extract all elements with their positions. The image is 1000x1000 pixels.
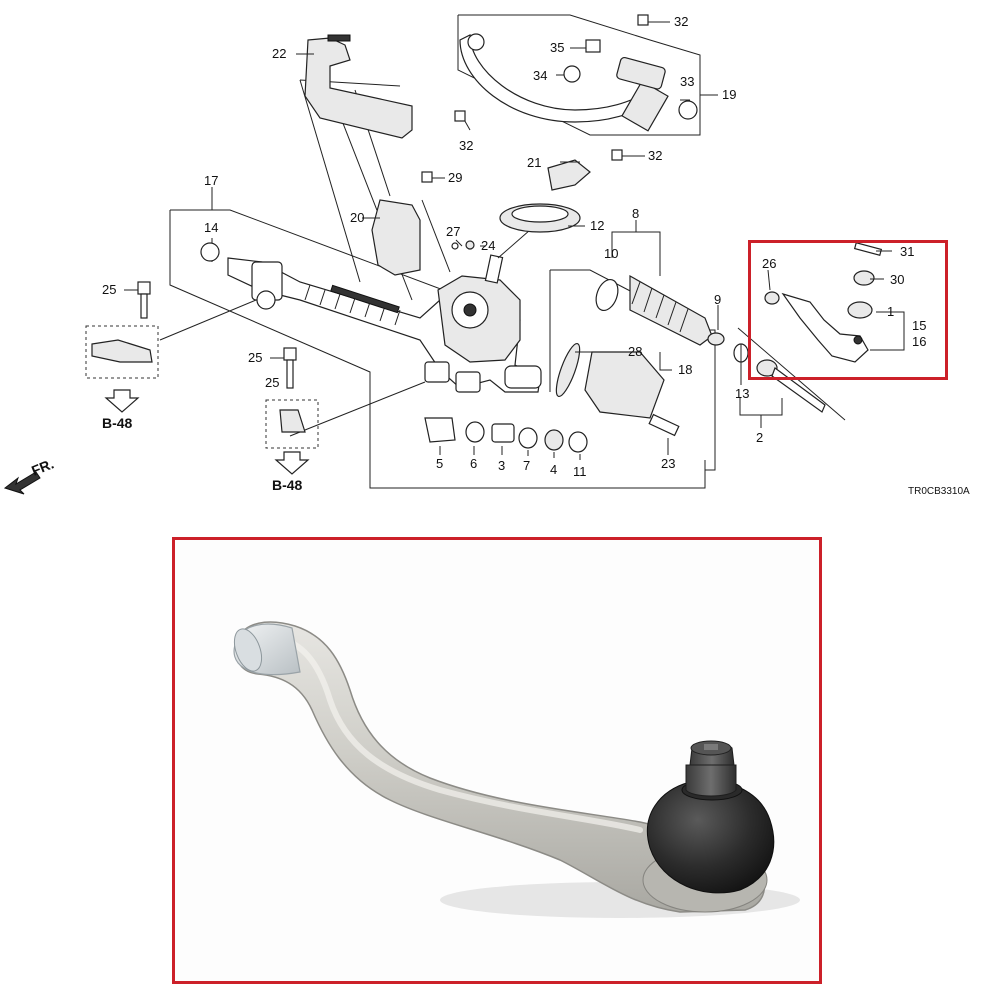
callout-9: 9 xyxy=(714,292,721,307)
callout-10: 10 xyxy=(604,246,618,261)
arm-ridge-highlight xyxy=(267,633,643,833)
rubber-boot xyxy=(646,780,775,894)
tie-rod-end-diagram xyxy=(764,242,883,363)
small-parts xyxy=(424,417,588,453)
callout-20: 20 xyxy=(350,210,364,225)
callout-32c: 32 xyxy=(648,148,662,163)
callout-27: 27 xyxy=(446,224,460,239)
bracket xyxy=(371,199,421,276)
ball-stud xyxy=(685,764,737,797)
highlight-box-tie-rod-end xyxy=(748,240,948,380)
front-arrow-icon xyxy=(3,471,41,495)
bracket-21 xyxy=(547,159,591,191)
dust-seal xyxy=(499,203,581,233)
callout-2: 2 xyxy=(756,430,763,445)
callout-6: 6 xyxy=(470,456,477,471)
callout-35: 35 xyxy=(550,40,564,55)
callout-3: 3 xyxy=(498,458,505,473)
front-label: FR. xyxy=(29,455,56,478)
callout-23: 23 xyxy=(661,456,675,471)
callout-33: 33 xyxy=(680,74,694,89)
ref-label-b48-left: B-48 xyxy=(102,415,133,431)
parts-diagram: 1 2 3 4 5 6 7 8 9 10 11 12 13 14 15 16 1… xyxy=(3,14,970,497)
callout-21: 21 xyxy=(527,155,541,170)
callout-25b: 25 xyxy=(248,350,262,365)
ref-label-b48-right: B-48 xyxy=(272,477,303,493)
ref-arrows xyxy=(104,389,310,475)
callout-11: 11 xyxy=(573,464,587,479)
callout-13: 13 xyxy=(735,386,749,401)
mount-brackets xyxy=(91,339,306,433)
diagram-code: TR0CB3310A xyxy=(908,486,970,497)
callout-26: 26 xyxy=(762,256,776,271)
callout-4: 4 xyxy=(550,462,557,477)
callout-1: 1 xyxy=(887,304,894,319)
callout-29: 29 xyxy=(448,170,462,185)
rack-boot xyxy=(595,274,725,346)
callout-28: 28 xyxy=(628,344,642,359)
steering-rack-housing xyxy=(227,229,542,393)
power-unit xyxy=(555,342,680,437)
callout-8: 8 xyxy=(632,206,639,221)
bolts xyxy=(137,14,649,389)
callout-24: 24 xyxy=(481,238,495,253)
callout-25c: 25 xyxy=(265,375,279,390)
callout-22: 22 xyxy=(272,46,286,61)
callout-12: 12 xyxy=(590,218,604,233)
heat-shield xyxy=(304,34,413,139)
callout-30: 30 xyxy=(890,272,904,287)
callout-19: 19 xyxy=(722,87,736,102)
callout-18: 18 xyxy=(678,362,692,377)
callout-7: 7 xyxy=(523,458,530,473)
cooler-pipe xyxy=(459,33,698,132)
callout-15: 15 xyxy=(912,318,926,333)
leader-lines-right xyxy=(124,21,905,460)
sleeve-end xyxy=(233,628,263,672)
callout-5: 5 xyxy=(436,456,443,471)
callout-31: 31 xyxy=(900,244,914,259)
callout-16: 16 xyxy=(912,334,926,349)
callout-32a: 32 xyxy=(674,14,688,29)
callout-17: 17 xyxy=(204,173,218,188)
callout-14: 14 xyxy=(204,220,218,235)
callout-labels: 1 2 3 4 5 6 7 8 9 10 11 12 13 14 15 16 1… xyxy=(29,14,970,497)
callout-32b: 32 xyxy=(459,138,473,153)
callout-25a: 25 xyxy=(102,282,116,297)
callout-34: 34 xyxy=(533,68,547,83)
stud-flat xyxy=(704,744,718,750)
